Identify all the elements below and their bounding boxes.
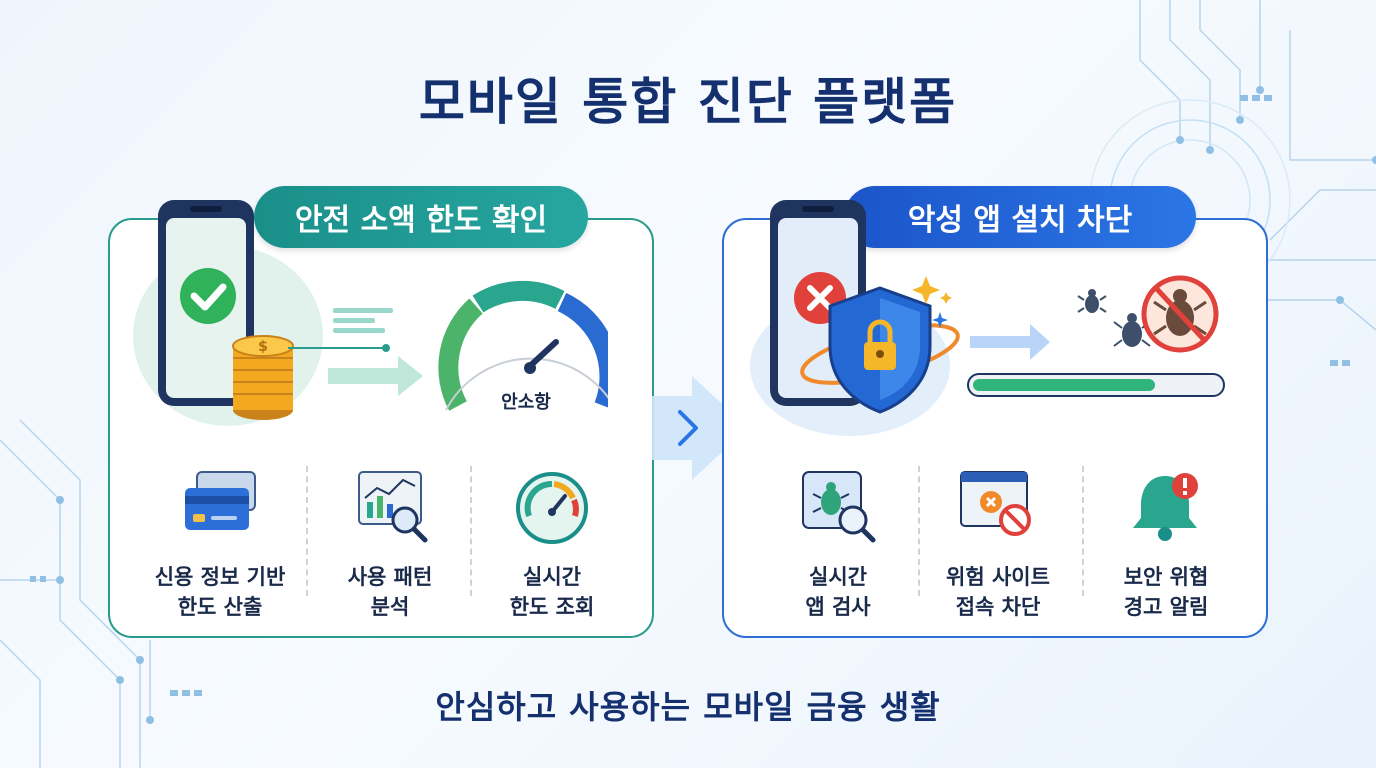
feature-threat-alert: 보안 위협 경고 알림 [1086, 468, 1246, 622]
feature-line1: 사용 패턴 [347, 565, 433, 589]
next-step-arrow-icon [652, 376, 748, 480]
feature-line2: 앱 검사 [805, 595, 871, 619]
feature-realtime-limit: 실시간 한도 조회 [472, 468, 632, 622]
credit-card-icon [185, 471, 256, 530]
feature-app-scan: 실시간 앱 검사 [758, 468, 918, 622]
svg-text:$: $ [258, 339, 268, 355]
feature-site-block: 위험 사이트 접속 차단 [918, 468, 1078, 622]
divider [306, 466, 308, 596]
divider [470, 466, 472, 596]
check-icon [180, 268, 236, 324]
limit-check-illustration: $ [133, 200, 608, 426]
flow-arrow-icon [288, 308, 423, 396]
feature-line1: 실시간 [809, 565, 867, 589]
scan-progress-bar [967, 373, 1225, 397]
alert-bell-icon [1133, 473, 1198, 541]
bug-icon [1077, 289, 1151, 347]
no-bug-icon [1141, 275, 1219, 353]
malware-block-illustration [750, 200, 1225, 436]
feature-line1: 보안 위협 [1123, 565, 1209, 589]
divider [918, 466, 920, 596]
feature-line1: 신용 정보 기반 [154, 565, 286, 589]
page-title: 모바일 통합 진단 플랫폼 [418, 73, 958, 131]
feature-line2: 분석 [370, 595, 410, 619]
feature-line1: 위험 사이트 [946, 565, 1050, 589]
feature-line1: 실시간 [523, 565, 581, 589]
feature-credit-limit: 신용 정보 기반 한도 산출 [140, 468, 300, 622]
shield-lock-icon [800, 286, 960, 414]
safe-limit-header: 안전 소액 한도 확인 [254, 186, 588, 248]
sparkle-icon [912, 276, 952, 328]
malware-block-header: 악성 앱 설치 차단 [844, 186, 1196, 248]
feature-line2: 경고 알림 [1123, 595, 1209, 619]
page-subtitle: 안심하고 사용하는 모바일 금융 생활 [435, 688, 941, 726]
chart-magnifier-icon [358, 471, 428, 543]
feature-pattern-analysis: 사용 패턴 분석 [310, 468, 470, 622]
gauge-label: 안소항 [501, 392, 551, 413]
feature-line2: 접속 차단 [955, 595, 1041, 619]
flow-arrow-icon [970, 324, 1050, 360]
speedometer-icon [438, 280, 608, 411]
gauge-icon [516, 472, 588, 544]
feature-line2: 한도 조회 [509, 595, 595, 619]
blocked-site-icon [960, 471, 1031, 536]
bug-scan-icon [802, 471, 876, 543]
feature-line2: 한도 산출 [177, 595, 263, 619]
divider [1082, 466, 1084, 596]
coin-stack-icon: $ [232, 335, 294, 420]
